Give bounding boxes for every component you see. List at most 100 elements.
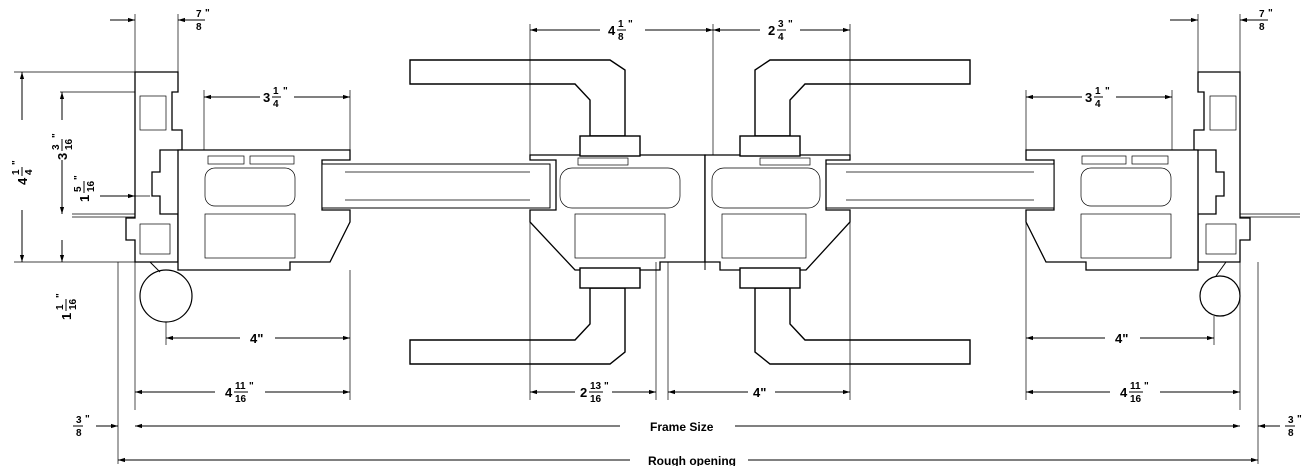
- dim-den: 4: [1095, 99, 1101, 110]
- dim-unit: ": [1268, 8, 1273, 19]
- right-handle-lever-top: [754, 59, 971, 137]
- dim-unit: ": [55, 293, 66, 298]
- dim-unit: ": [788, 19, 793, 30]
- left-jamb-chamber: [139, 95, 167, 131]
- dim-whole: 1: [77, 195, 92, 202]
- dim-unit: ": [604, 381, 609, 392]
- dim-num: 1: [1095, 86, 1101, 97]
- left-hinge-knuckle: [139, 269, 193, 323]
- dim-num: 1: [618, 19, 624, 30]
- right-jamb-chamber: [1205, 223, 1237, 255]
- right-handle-rose-top: [739, 135, 801, 157]
- dim-num: 3: [76, 415, 82, 426]
- left-sash-slot: [207, 155, 245, 165]
- dim-den: 8: [618, 32, 624, 43]
- lever-handles: [409, 59, 971, 365]
- frame-profiles: [125, 71, 1251, 271]
- dim-unit: ": [11, 160, 22, 165]
- right-sash-slot: [1081, 155, 1127, 165]
- dim-den: 8: [1259, 22, 1265, 33]
- dim-left-bottom-offset: 1 1 16 ": [55, 293, 79, 320]
- dim-den: 16: [64, 138, 75, 150]
- left-glass-unit: [321, 163, 551, 209]
- dim-den: 16: [86, 180, 97, 192]
- dim-den: 8: [196, 22, 202, 33]
- right-sash-profile: [1025, 149, 1199, 271]
- dim-num: 3: [1288, 415, 1294, 426]
- dim-unit: ": [283, 86, 288, 97]
- dim-num: 11: [1130, 381, 1141, 392]
- dim-num: 3: [51, 144, 62, 150]
- dim-unit: ": [1297, 414, 1302, 425]
- center-left-chamber: [559, 167, 681, 209]
- dim-bottom-center-4: 4": [753, 385, 766, 400]
- dim-unit: ": [51, 133, 62, 138]
- dim-unit: ": [249, 381, 254, 392]
- dimension-lines: [14, 14, 1280, 464]
- dim-whole: 4: [608, 23, 616, 38]
- dim-top-left-jamb: 7 8 ": [193, 8, 210, 33]
- right-glass-unit: [825, 163, 1055, 209]
- dim-top-right-jamb: 7 8 ": [1256, 8, 1273, 33]
- left-handle-lever-bottom: [409, 287, 626, 365]
- dim-num: 3: [778, 19, 784, 30]
- dim-unit: ": [73, 175, 84, 180]
- dim-whole: 2: [768, 23, 775, 38]
- right-handle-rose-bottom: [739, 267, 801, 289]
- dim-unit: ": [205, 8, 210, 19]
- dim-unit: ": [1105, 86, 1110, 97]
- dim-whole: 2: [580, 385, 587, 400]
- left-sash-slot: [249, 155, 295, 165]
- dim-den: 4: [24, 169, 35, 175]
- rough-opening-label: Rough opening: [648, 454, 736, 466]
- left-handle-lever-top: [409, 59, 626, 137]
- dim-num: 1: [55, 304, 66, 310]
- center-right-slot: [759, 157, 811, 166]
- frame-size-label: Frame Size: [650, 420, 714, 434]
- dim-den: 8: [76, 428, 82, 439]
- right-sash-slot: [1131, 155, 1169, 165]
- dim-den: 8: [1288, 428, 1294, 439]
- dim-top-left-panel: 3 1 4 ": [263, 86, 288, 110]
- center-left-slot: [577, 157, 629, 166]
- left-handle-rose-bottom: [579, 267, 641, 289]
- dim-left-overall-height: 4 1 4 ": [11, 160, 35, 185]
- dim-left-frame-height: 3 3 16 ": [51, 133, 75, 160]
- dim-den: 4: [273, 99, 279, 110]
- right-sash-chamber: [1080, 167, 1172, 207]
- dim-num: 1: [273, 86, 279, 97]
- left-handle-rose-top: [579, 135, 641, 157]
- center-left-chamber: [574, 213, 666, 259]
- left-jamb-chamber: [139, 223, 171, 255]
- dim-right-shim: 3 8 ": [1285, 414, 1302, 439]
- left-sash-chamber: [204, 167, 296, 207]
- dim-whole: 3: [1085, 90, 1092, 105]
- center-right-chamber: [721, 213, 807, 259]
- dim-den: 4: [778, 32, 784, 43]
- right-jamb-chamber: [1209, 95, 1237, 131]
- dim-whole: 3: [55, 153, 70, 160]
- dim-left-sill-offset: 1 5 16 ": [73, 175, 97, 202]
- dim-num: 7: [196, 9, 202, 20]
- dim-whole: 3: [263, 90, 270, 105]
- dim-top-right-panel: 3 1 4 ": [1085, 86, 1110, 110]
- dim-unit: ": [628, 19, 633, 30]
- dim-den: 16: [590, 394, 602, 405]
- dim-den: 16: [235, 394, 247, 405]
- left-jamb-profile: [125, 71, 183, 263]
- dim-top-handle-right: 2 3 4 ": [768, 19, 793, 43]
- dim-top-handle-left: 4 1 8 ": [608, 19, 633, 43]
- dim-num: 7: [1259, 9, 1265, 20]
- dim-bottom-left-4-11-16: 4 11 16 ": [225, 381, 254, 405]
- dim-bottom-right-4: 4": [1115, 331, 1128, 346]
- dim-num: 1: [11, 169, 22, 175]
- left-sash-chamber: [204, 213, 296, 259]
- dim-bottom-right-4-11-16: 4 11 16 ": [1120, 381, 1149, 405]
- dim-whole: 4: [225, 385, 233, 400]
- dim-whole: 1: [59, 313, 74, 320]
- dim-den: 16: [1130, 394, 1142, 405]
- dim-whole: 4: [1120, 385, 1128, 400]
- left-sash-profile: [177, 149, 351, 271]
- dim-unit: ": [1144, 381, 1149, 392]
